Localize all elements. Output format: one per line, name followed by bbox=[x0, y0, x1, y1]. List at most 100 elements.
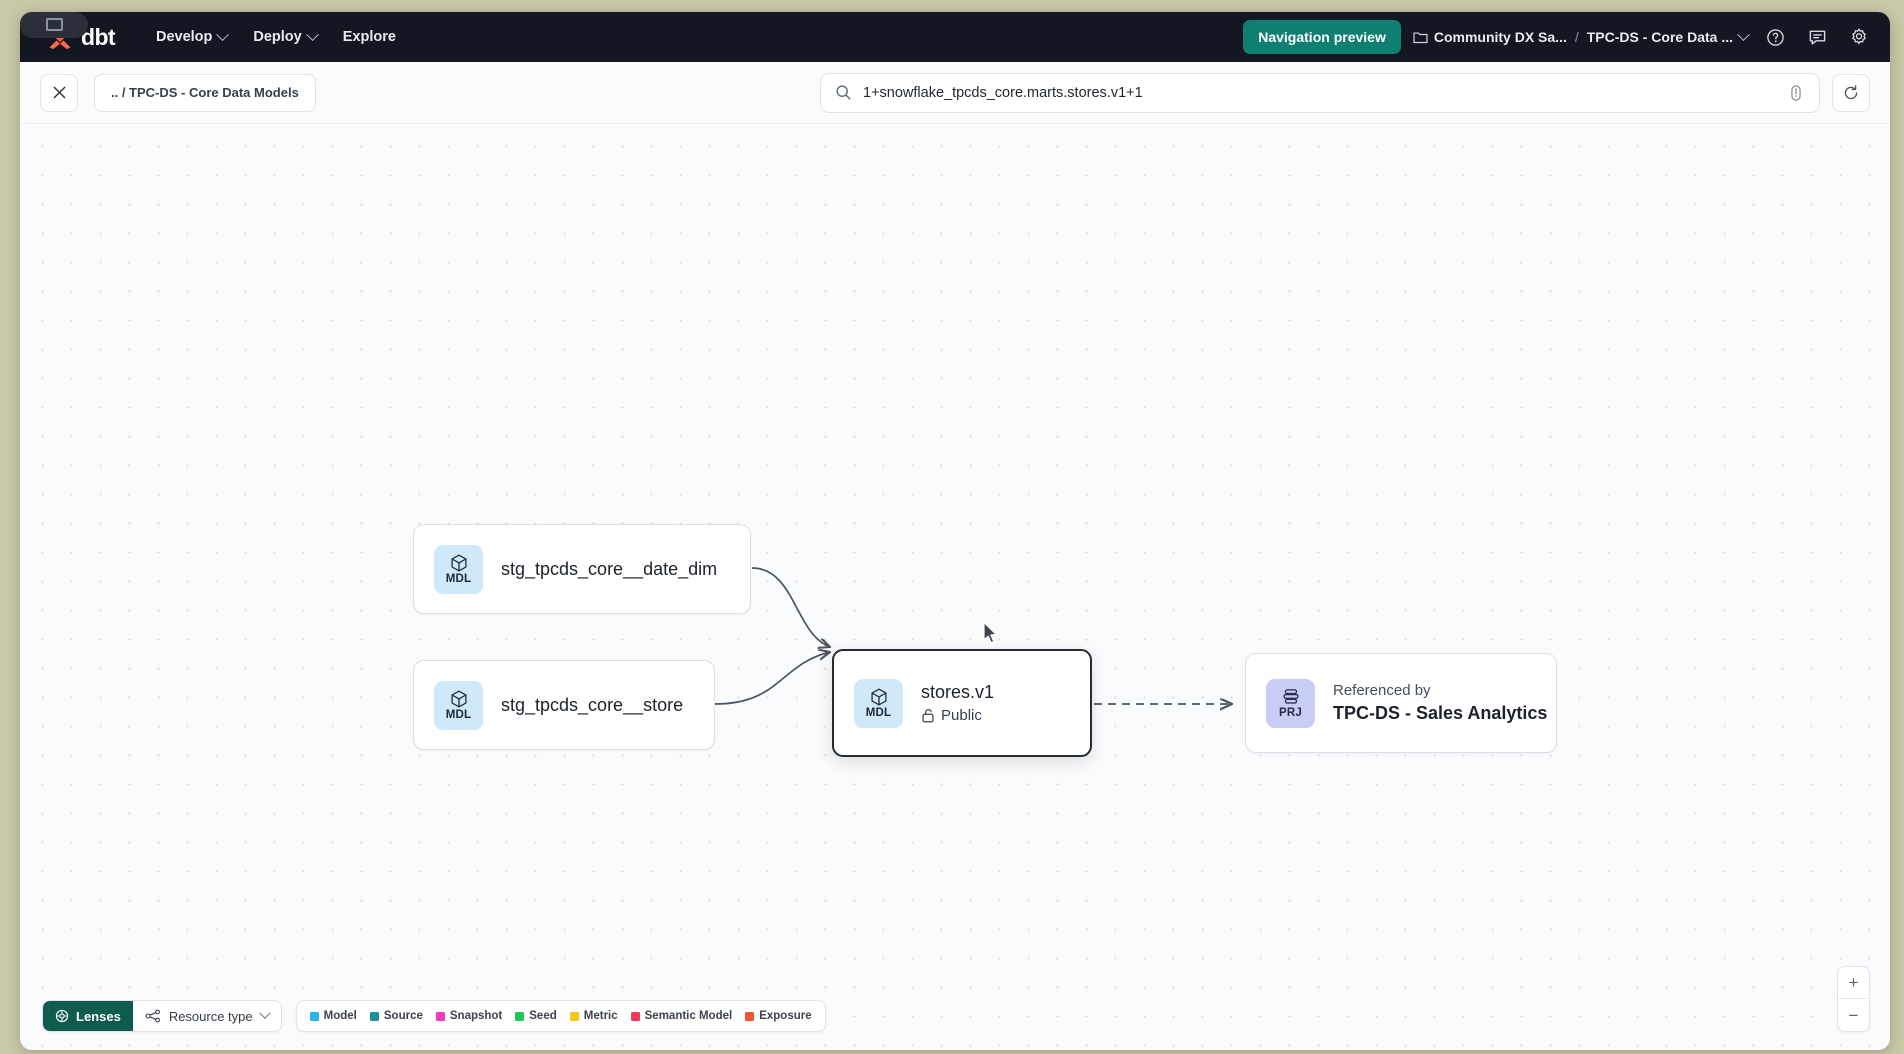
main-nav-links: Develop Deploy Explore bbox=[145, 22, 407, 52]
lens-icon bbox=[55, 1009, 69, 1023]
top-navigation-bar: dbt Develop Deploy Explore Navigation pr… bbox=[20, 12, 1890, 62]
folder-icon bbox=[1413, 31, 1428, 43]
lineage-edges bbox=[714, 567, 1890, 1050]
navigation-preview-button[interactable]: Navigation preview bbox=[1243, 20, 1401, 54]
legend-label: Snapshot bbox=[449, 1010, 503, 1022]
chevron-down-icon bbox=[216, 27, 230, 41]
legend-item-semantic-model: Semantic Model bbox=[630, 1010, 733, 1022]
legend-item-exposure: Exposure bbox=[745, 1010, 812, 1022]
breadcrumb-project-label: TPC-DS - Core Data ... bbox=[1586, 29, 1733, 45]
node-eyebrow: Referenced by bbox=[1333, 682, 1431, 699]
cube-icon bbox=[870, 688, 887, 706]
zoom-controls: + − bbox=[1837, 966, 1870, 1032]
legend-swatch bbox=[569, 1011, 579, 1021]
node-text-block: Referenced by TPC-DS - Sales Analytics bbox=[1333, 682, 1547, 724]
graph-node-stg-tpcds-core-date-dim[interactable]: MDL stg_tpcds_core__date_dim bbox=[413, 524, 751, 614]
unlock-icon bbox=[922, 709, 934, 723]
node-badge-prj: PRJ bbox=[1266, 678, 1315, 728]
node-badge-label: MDL bbox=[865, 706, 892, 719]
resource-type-dropdown[interactable]: Resource type bbox=[132, 1001, 281, 1031]
os-camera-notch bbox=[20, 12, 88, 38]
legend-label: Exposure bbox=[759, 1010, 812, 1022]
nav-link-develop[interactable]: Develop bbox=[145, 22, 238, 52]
lenses-button-label: Lenses bbox=[76, 1008, 121, 1024]
legend-item-seed: Seed bbox=[515, 1010, 557, 1022]
node-badge-mdl: MDL bbox=[434, 680, 483, 730]
project-stack-icon bbox=[1282, 689, 1299, 704]
node-badge-mdl: MDL bbox=[854, 678, 903, 728]
chevron-down-icon bbox=[258, 1007, 271, 1019]
graph-node-stores-v1[interactable]: MDL stores.v1 Public bbox=[832, 649, 1092, 757]
feedback-button[interactable] bbox=[1802, 22, 1832, 52]
node-title: stg_tpcds_core__date_dim bbox=[501, 558, 718, 579]
legend-item-snapshot: Snapshot bbox=[435, 1010, 503, 1022]
nav-link-deploy[interactable]: Deploy bbox=[242, 22, 327, 52]
legend-swatch bbox=[435, 1011, 445, 1021]
mouse-cursor bbox=[983, 621, 997, 644]
chevron-down-icon bbox=[1737, 27, 1750, 41]
nav-link-deploy-label: Deploy bbox=[253, 29, 302, 45]
close-button[interactable] bbox=[40, 73, 78, 112]
graph-node-referenced-by-project[interactable]: PRJ Referenced by TPC-DS - Sales Analyti… bbox=[1245, 653, 1557, 753]
legend-swatch bbox=[369, 1011, 379, 1021]
node-title: stores.v1 bbox=[921, 682, 995, 702]
legend-swatch bbox=[515, 1011, 525, 1021]
breadcrumb-account-label: Community DX Sa... bbox=[1433, 29, 1567, 45]
legend-item-metric: Metric bbox=[569, 1010, 618, 1022]
camera-icon bbox=[46, 18, 63, 31]
search-box[interactable] bbox=[820, 72, 1820, 113]
refresh-icon bbox=[1844, 84, 1858, 99]
resource-type-legend: Model Source Snapshot Seed Metric bbox=[295, 1000, 826, 1032]
top-nav-right-cluster: Navigation preview Community DX Sa... / … bbox=[1243, 20, 1874, 54]
zoom-in-button[interactable]: + bbox=[1838, 967, 1869, 999]
node-text-block: stores.v1 Public bbox=[921, 682, 994, 724]
canvas-bottom-toolbar: Lenses Resource type Model bbox=[42, 1000, 826, 1032]
cube-icon bbox=[450, 554, 467, 572]
settings-gear-icon bbox=[1852, 28, 1866, 45]
feedback-icon bbox=[1809, 30, 1825, 45]
node-title: TPC-DS - Sales Analytics bbox=[1333, 703, 1548, 723]
resource-type-label: Resource type bbox=[168, 1008, 253, 1024]
info-icon[interactable] bbox=[1787, 84, 1805, 102]
search-cluster bbox=[820, 72, 1870, 113]
close-icon bbox=[53, 86, 65, 99]
refresh-button[interactable] bbox=[1832, 73, 1870, 112]
nodes-icon bbox=[145, 1009, 160, 1023]
nav-link-explore[interactable]: Explore bbox=[332, 22, 407, 52]
node-badge-label: MDL bbox=[445, 572, 472, 585]
node-access: Public bbox=[921, 707, 994, 724]
canvas-breadcrumb-chip[interactable]: .. / TPC-DS - Core Data Models bbox=[94, 73, 316, 112]
graph-node-stg-tpcds-core-store[interactable]: MDL stg_tpcds_core__store bbox=[413, 660, 715, 750]
edge-store-to-stores bbox=[714, 652, 830, 705]
lineage-graph-canvas[interactable]: MDL stg_tpcds_core__date_dim MDL stg_tpc… bbox=[20, 124, 1890, 1050]
lens-button-group: Lenses Resource type bbox=[42, 1000, 282, 1032]
node-badge-label: PRJ bbox=[1279, 706, 1302, 719]
node-access-label: Public bbox=[941, 707, 982, 724]
cube-icon bbox=[450, 690, 467, 708]
legend-label: Source bbox=[383, 1010, 423, 1022]
chevron-down-icon bbox=[305, 27, 319, 41]
legend-swatch bbox=[309, 1011, 319, 1021]
legend-label: Seed bbox=[529, 1010, 557, 1022]
breadcrumb: Community DX Sa... / TPC-DS - Core Data … bbox=[1413, 27, 1750, 45]
explore-toolbar: .. / TPC-DS - Core Data Models bbox=[20, 62, 1890, 124]
edge-date-dim-to-stores bbox=[751, 567, 830, 647]
node-title: stg_tpcds_core__store bbox=[501, 694, 684, 715]
legend-item-source: Source bbox=[369, 1010, 423, 1022]
legend-swatch bbox=[630, 1011, 640, 1021]
search-input[interactable] bbox=[863, 84, 1776, 101]
breadcrumb-separator: / bbox=[1574, 29, 1579, 45]
breadcrumb-account[interactable]: Community DX Sa... bbox=[1413, 29, 1567, 45]
node-badge-label: MDL bbox=[445, 708, 472, 721]
app-window: dbt Develop Deploy Explore Navigation pr… bbox=[20, 12, 1890, 1050]
lenses-button[interactable]: Lenses bbox=[43, 1001, 133, 1031]
legend-label: Model bbox=[323, 1010, 357, 1022]
legend-label: Metric bbox=[583, 1010, 618, 1022]
nav-link-explore-label: Explore bbox=[342, 29, 396, 45]
settings-button[interactable] bbox=[1844, 22, 1874, 52]
zoom-out-button[interactable]: − bbox=[1848, 1005, 1859, 1025]
help-button[interactable] bbox=[1760, 22, 1790, 52]
legend-swatch bbox=[745, 1011, 755, 1021]
breadcrumb-project[interactable]: TPC-DS - Core Data ... bbox=[1586, 27, 1750, 45]
legend-label: Semantic Model bbox=[644, 1010, 733, 1022]
